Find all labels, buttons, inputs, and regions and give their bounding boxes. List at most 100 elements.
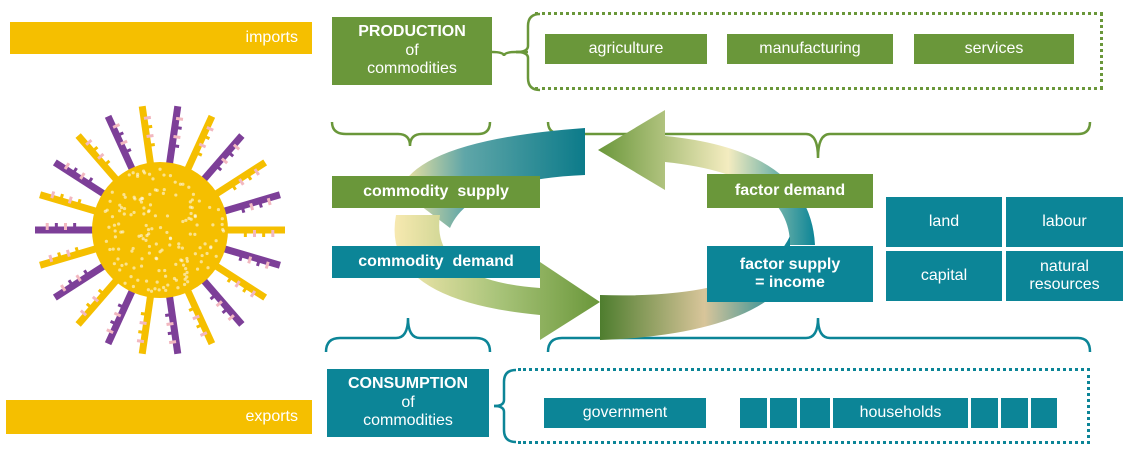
sun-ray-tick bbox=[266, 262, 268, 269]
household-segment bbox=[1001, 398, 1028, 428]
consumer-households: households bbox=[833, 398, 968, 428]
sun-texture-dot bbox=[192, 193, 195, 196]
sun-texture-dot bbox=[166, 283, 169, 286]
sun-ray-tick bbox=[168, 333, 175, 334]
sun-texture-dot bbox=[123, 207, 126, 210]
sun-texture-dot bbox=[160, 249, 163, 252]
commodity-demand-box: commodity demand bbox=[332, 246, 540, 278]
sun-texture-dot bbox=[140, 200, 143, 203]
sun-texture-dot bbox=[140, 257, 143, 260]
sun-texture-dot bbox=[117, 248, 120, 251]
sun-texture-dot bbox=[200, 260, 203, 263]
sun-texture-dot bbox=[140, 264, 143, 267]
sun-texture-dot bbox=[163, 188, 166, 191]
sun-ray-tick bbox=[69, 197, 71, 204]
sun-texture-dot bbox=[109, 200, 112, 203]
sun-texture-dot bbox=[181, 183, 184, 186]
consumption-box: CONSUMPTION of commodities bbox=[327, 369, 489, 437]
sun-texture-dot bbox=[120, 264, 123, 267]
factor-labour: labour bbox=[1006, 197, 1123, 247]
sun-texture-dot bbox=[154, 257, 157, 260]
sun-texture-dot bbox=[129, 213, 132, 216]
sun-texture-dot bbox=[113, 224, 116, 227]
sun-texture-dot bbox=[132, 211, 135, 214]
sun-texture-dot bbox=[174, 181, 177, 184]
sun-texture-dot bbox=[179, 258, 182, 261]
sun-texture-dot bbox=[153, 287, 156, 290]
sun-texture-dot bbox=[132, 171, 135, 174]
sun-texture-dot bbox=[111, 191, 114, 194]
sun-texture-dot bbox=[189, 233, 192, 236]
sun-texture-dot bbox=[118, 204, 121, 207]
sun-texture-dot bbox=[215, 239, 218, 242]
sun-texture-dot bbox=[181, 247, 184, 250]
sun-ray-tick bbox=[240, 254, 242, 261]
production-commodities: commodities bbox=[367, 60, 457, 78]
sun-texture-dot bbox=[159, 226, 162, 229]
sun-texture-dot bbox=[208, 206, 211, 209]
sun-texture-dot bbox=[142, 206, 145, 209]
sun-texture-dot bbox=[148, 193, 151, 196]
sun-ray-tick bbox=[141, 313, 148, 314]
imports-bar: imports bbox=[10, 22, 312, 54]
sun-texture-dot bbox=[125, 262, 128, 265]
sun-texture-dot bbox=[181, 220, 184, 223]
sun-texture-dot bbox=[142, 212, 145, 215]
sun-texture-dot bbox=[147, 228, 150, 231]
sun-texture-dot bbox=[183, 283, 186, 286]
sun-ray bbox=[40, 195, 99, 212]
consumption-title: CONSUMPTION bbox=[348, 375, 468, 393]
factor-demand-box: factor demand bbox=[707, 174, 873, 208]
sun-ray-tick bbox=[165, 314, 172, 315]
sun-texture-dot bbox=[148, 252, 151, 255]
sun-texture-dot bbox=[162, 286, 165, 289]
sun-ray-tick bbox=[167, 324, 174, 325]
sun-texture-dot bbox=[176, 286, 179, 289]
production-box: PRODUCTION of commodities bbox=[332, 17, 492, 85]
sun-ray-tick bbox=[144, 117, 151, 118]
sun-texture-dot bbox=[122, 193, 125, 196]
sun-texture-dot bbox=[205, 252, 208, 255]
sun-texture-dot bbox=[147, 210, 150, 213]
sun-texture-dot bbox=[185, 257, 188, 260]
sun-texture-dot bbox=[114, 229, 117, 232]
sun-texture-dot bbox=[140, 234, 143, 237]
sun-ray-tick bbox=[140, 323, 147, 324]
household-segment bbox=[740, 398, 767, 428]
sun-texture-dot bbox=[194, 214, 197, 217]
sun-icon bbox=[35, 106, 285, 353]
sun-texture-dot bbox=[174, 193, 177, 196]
sun-texture-dot bbox=[105, 240, 108, 243]
factor-capital: capital bbox=[886, 251, 1002, 301]
sun-texture-dot bbox=[148, 173, 151, 176]
sun-texture-dot bbox=[145, 224, 148, 227]
sun-texture-dot bbox=[164, 275, 167, 278]
sun-texture-dot bbox=[166, 214, 169, 217]
sun-texture-dot bbox=[221, 228, 224, 231]
exports-label: exports bbox=[246, 408, 298, 426]
sun-ray-tick bbox=[145, 126, 152, 127]
sun-texture-dot bbox=[164, 289, 167, 292]
sun-texture-dot bbox=[124, 196, 127, 199]
sun-texture-dot bbox=[142, 237, 145, 240]
sun-texture-dot bbox=[116, 257, 119, 260]
sun-texture-dot bbox=[206, 266, 209, 269]
sun-texture-dot bbox=[162, 173, 165, 176]
sun-texture-dot bbox=[196, 268, 199, 271]
sun-ray-tick bbox=[147, 135, 154, 136]
sun-ray-tick bbox=[52, 192, 54, 199]
sun-ray-tick bbox=[251, 203, 253, 210]
sun-texture-dot bbox=[136, 279, 139, 282]
sun-texture-dot bbox=[123, 282, 126, 285]
production-of: of bbox=[405, 42, 418, 60]
sun-texture-dot bbox=[132, 266, 135, 269]
sun-texture-dot bbox=[113, 262, 116, 265]
sector-agriculture: agriculture bbox=[545, 34, 707, 64]
sun-texture-dot bbox=[195, 223, 198, 226]
sun-texture-dot bbox=[174, 263, 177, 266]
sun-texture-dot bbox=[209, 246, 212, 249]
sun-texture-dot bbox=[156, 281, 159, 284]
consumer-government: government bbox=[544, 398, 706, 428]
sun-ray-tick bbox=[59, 252, 61, 259]
production-title: PRODUCTION bbox=[358, 23, 466, 41]
